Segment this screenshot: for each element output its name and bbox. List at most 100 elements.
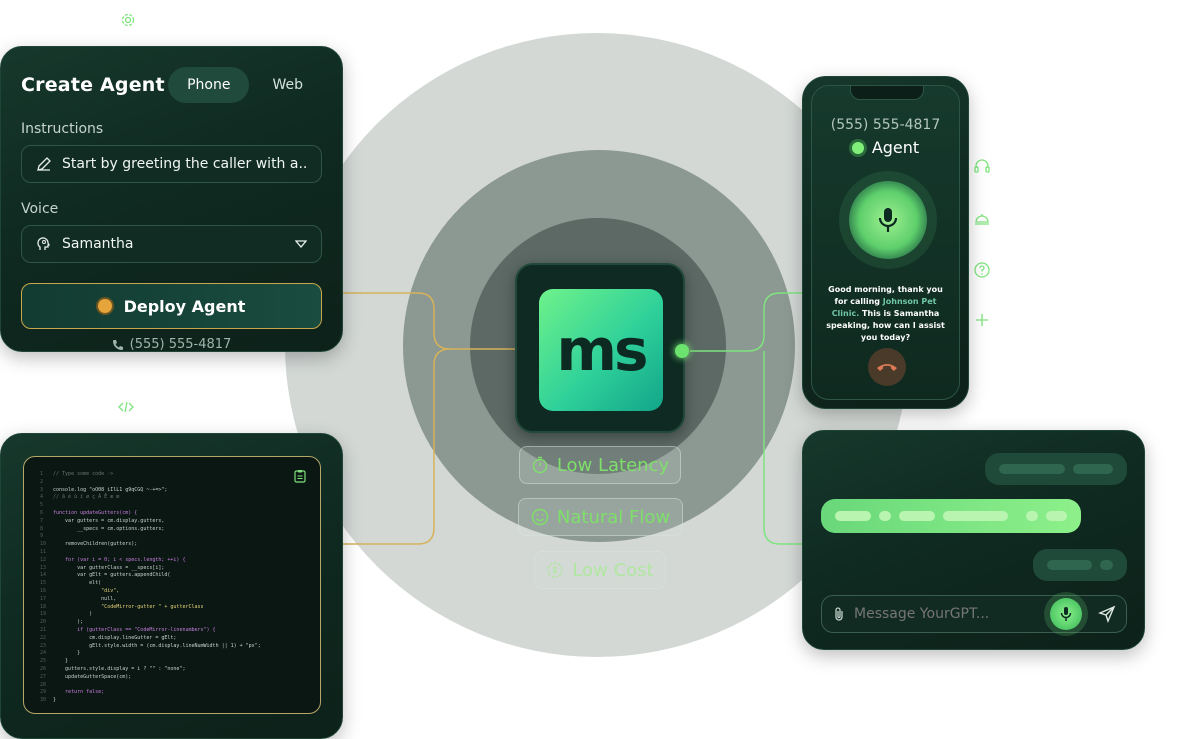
code-line: 26 gutters.style.display = i ? "" : "non… [40, 666, 310, 674]
code-line: 29 return false; [40, 689, 310, 697]
live-dot-icon [851, 141, 864, 154]
code-line-text: var gutterClass = __specs[i]; [50, 564, 165, 571]
instructions-field[interactable]: Start by greeting the caller with a... [21, 145, 322, 183]
call-status: Agent [812, 138, 959, 157]
code-line: 20 ); [40, 619, 310, 627]
code-line-number: 4 [40, 494, 44, 501]
code-line-number: 15 [40, 580, 47, 587]
text-placeholder-bar [879, 511, 891, 521]
code-line-text: "CodeMirror-gutter " + gutterClass [50, 603, 204, 610]
code-line-number: 21 [40, 626, 47, 633]
code-line-number: 9 [40, 533, 44, 540]
code-line: 8 __specs = cm.options.gutters; [40, 526, 310, 534]
code-line: 21 if (gutterClass == "CodeMirror-linenu… [40, 627, 310, 635]
send-icon[interactable] [1098, 605, 1116, 623]
voice-value: Samantha [62, 236, 134, 252]
deploy-agent-button[interactable]: Deploy Agent [21, 283, 322, 329]
code-line: 22 cm.display.lineGutter = gElt; [40, 635, 310, 643]
code-line-text: return false; [50, 689, 105, 696]
code-line-number: 29 [40, 689, 47, 696]
code-line: 13 var gutterClass = __specs[i]; [40, 565, 310, 573]
code-line-number: 11 [40, 548, 47, 555]
code-line-number: 20 [40, 619, 47, 626]
code-line: 4 // â é ù ï ø ç Ã Ē æ œ [40, 494, 310, 502]
code-line-text [50, 479, 53, 485]
code-line-text: // â é ù ï ø ç Ã Ē æ œ [50, 494, 120, 501]
call-mic-button[interactable] [849, 181, 927, 259]
code-line-text: updateGutterSpace(cm); [50, 673, 132, 680]
call-transcript: Good morning, thank you for calling John… [822, 284, 949, 344]
help-icon [974, 262, 990, 278]
code-line-text: function updateGutters(cm) { [50, 509, 138, 516]
logo-text: ms [556, 316, 649, 384]
code-line-text [50, 682, 53, 688]
code-line-number: 7 [40, 517, 44, 524]
code-line-text: for (var i = 0; i < specs.length; ++i) { [50, 556, 186, 563]
code-line-text: removeChildren(gutters); [50, 541, 138, 548]
transcript-part-2: This is Samantha speaking, how can I ass… [826, 309, 945, 342]
code-editor[interactable]: 1 // Type some code ->2 3 console.log "o… [23, 456, 321, 714]
code-line-text: var gutters = cm.display.gutters, [50, 517, 165, 524]
code-line: 17 null, [40, 596, 310, 604]
code-line: 18 "CodeMirror-gutter " + gutterClass [40, 604, 310, 612]
code-line-text: gutters.style.display = i ? "" : "none"; [50, 665, 186, 672]
smile-icon [531, 508, 549, 526]
voice-input-button[interactable] [1050, 598, 1082, 630]
code-line-text: if (gutterClass == "CodeMirror-linenumbe… [50, 626, 216, 633]
code-line-number: 10 [40, 541, 47, 548]
text-placeholder-bar [835, 511, 872, 521]
code-line: 24 } [40, 650, 310, 658]
code-line-number: 13 [40, 564, 47, 571]
agent-phone-number-text: (555) 555-4817 [129, 337, 232, 352]
phone-icon [112, 339, 123, 350]
code-line-text: ); [50, 619, 84, 626]
clipboard-icon[interactable] [294, 469, 306, 483]
feature-low-latency: Low Latency [519, 446, 681, 484]
code-line-text: null, [50, 595, 117, 602]
chevron-down-icon [295, 240, 307, 249]
create-agent-card: Create Agent Phone Web Instructions Star… [0, 46, 343, 352]
code-line-text: cm.display.lineGutter = gElt; [50, 634, 177, 641]
transcript-clinic-name: Johnson Pet Clinic. [831, 297, 937, 318]
text-placeholder-bar [1073, 464, 1113, 474]
voice-head-icon [37, 237, 51, 250]
chat-bubble-incoming [985, 453, 1127, 485]
tab-web[interactable]: Web [272, 77, 303, 93]
coin-icon [547, 562, 564, 578]
status-dot-icon [97, 299, 112, 313]
code-line-text: __specs = cm.options.gutters; [50, 525, 165, 532]
paperclip-icon[interactable] [832, 606, 846, 622]
code-line: 11 [40, 549, 310, 557]
end-call-button[interactable] [868, 348, 906, 386]
call-number: (555) 555-4817 [830, 117, 941, 133]
text-placeholder-bar [1026, 511, 1038, 521]
app-logo: ms [539, 289, 663, 411]
chat-bubble-outgoing [821, 499, 1081, 533]
text-placeholder-bar [1045, 511, 1068, 521]
code-line: 5 [40, 502, 310, 510]
channel-toggle: Phone Web [168, 67, 322, 103]
code-line-number: 22 [40, 634, 47, 641]
hub-logo-tile: ms [515, 263, 685, 433]
code-line-number: 25 [40, 658, 47, 665]
code-line-text [50, 502, 53, 508]
message-input[interactable] [854, 606, 1042, 622]
text-placeholder-bar [898, 511, 936, 521]
code-line: 12 for (var i = 0; i < specs.length; ++i… [40, 557, 310, 565]
plus-icon [976, 314, 988, 326]
code-line-number: 28 [40, 681, 47, 688]
code-line: 15 elt( [40, 580, 310, 588]
voice-select[interactable]: Samantha [21, 225, 322, 263]
gear-icon [121, 13, 135, 27]
pencil-icon [37, 157, 51, 171]
code-line-text: ) [50, 611, 93, 618]
code-line: 14 var gElt = gutters.appendChild( [40, 572, 310, 580]
code-line-number: 6 [40, 509, 44, 516]
hang-up-icon [877, 364, 897, 371]
code-line: 27 updateGutterSpace(cm); [40, 674, 310, 682]
tab-phone[interactable]: Phone [168, 67, 250, 103]
code-line-number: 16 [40, 587, 47, 594]
call-status-label: Agent [871, 138, 920, 157]
hub-connector-dot [675, 344, 689, 358]
phone-notch [850, 86, 924, 100]
